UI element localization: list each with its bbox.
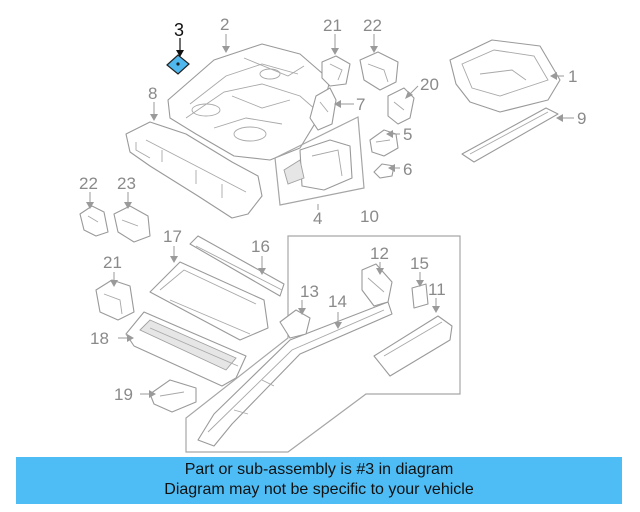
part-15-plate [411, 283, 429, 309]
callout-2: 2 [220, 15, 229, 34]
callout-22-left: 22 [79, 174, 98, 193]
callout-labels: 3 2 21 22 1 20 7 8 9 5 6 4 10 22 23 17 1… [79, 15, 586, 404]
part-12-bracket [361, 263, 393, 307]
callout-8: 8 [148, 84, 157, 103]
part-8-rear-panel [125, 121, 263, 219]
part-21-lower-bracket [95, 279, 135, 321]
callout-19: 19 [114, 385, 133, 404]
banner-line-1: Part or sub-assembly is #3 in diagram [184, 461, 454, 478]
part-22-lower-bracket [79, 205, 109, 237]
part-17-crossmember [149, 261, 269, 341]
part-11-rail [373, 315, 453, 377]
callout-10: 10 [360, 207, 379, 226]
info-banner: Part or sub-assembly is #3 in diagram Di… [16, 457, 622, 504]
callout-20: 20 [420, 75, 439, 94]
callout-11: 11 [428, 280, 446, 299]
callout-21-top: 21 [323, 16, 342, 35]
callout-7: 7 [356, 95, 365, 114]
callout-17: 17 [163, 227, 182, 246]
part-18-sill [125, 311, 247, 387]
part-19-bracket [149, 379, 197, 413]
part-22-upper-bracket [359, 51, 399, 91]
part-23-bracket [113, 205, 151, 243]
callout-6: 6 [403, 160, 412, 179]
part-14-frame-rail [197, 301, 393, 447]
callout-12: 12 [370, 244, 389, 263]
callout-23: 23 [117, 174, 136, 193]
callout-1: 1 [568, 67, 577, 86]
group-box-4-outline [274, 116, 365, 206]
leader-lines [86, 34, 574, 398]
callout-21-left: 21 [103, 253, 122, 272]
part-9-strip [461, 107, 559, 163]
part-6-clip [373, 163, 395, 179]
callout-15: 15 [410, 254, 429, 273]
part-16-rail [189, 235, 285, 297]
callout-5: 5 [403, 125, 412, 144]
callout-3[interactable]: 3 [174, 20, 184, 40]
callout-13: 13 [300, 282, 319, 301]
part-2-rear-floor-pan [167, 43, 331, 161]
part-4-inner-panel [283, 139, 353, 191]
callout-16: 16 [251, 237, 270, 256]
part-21-upper-bracket [321, 55, 351, 87]
callout-9: 9 [577, 109, 586, 128]
callout-18: 18 [90, 329, 109, 348]
callout-4: 4 [313, 209, 322, 228]
group-box-10-outline [185, 235, 461, 453]
callout-14: 14 [328, 292, 347, 311]
callout-22-top: 22 [363, 16, 382, 35]
part-13-bracket [279, 309, 311, 339]
part-1-spare-tub [449, 39, 561, 113]
parts-diagram: 3 2 21 22 1 20 7 8 9 5 6 4 10 22 23 17 1… [79, 15, 586, 453]
part-3-bracket[interactable] [166, 54, 190, 75]
part-7-bracket [309, 87, 337, 131]
banner-line-2: Diagram may not be specific to your vehi… [164, 481, 474, 498]
